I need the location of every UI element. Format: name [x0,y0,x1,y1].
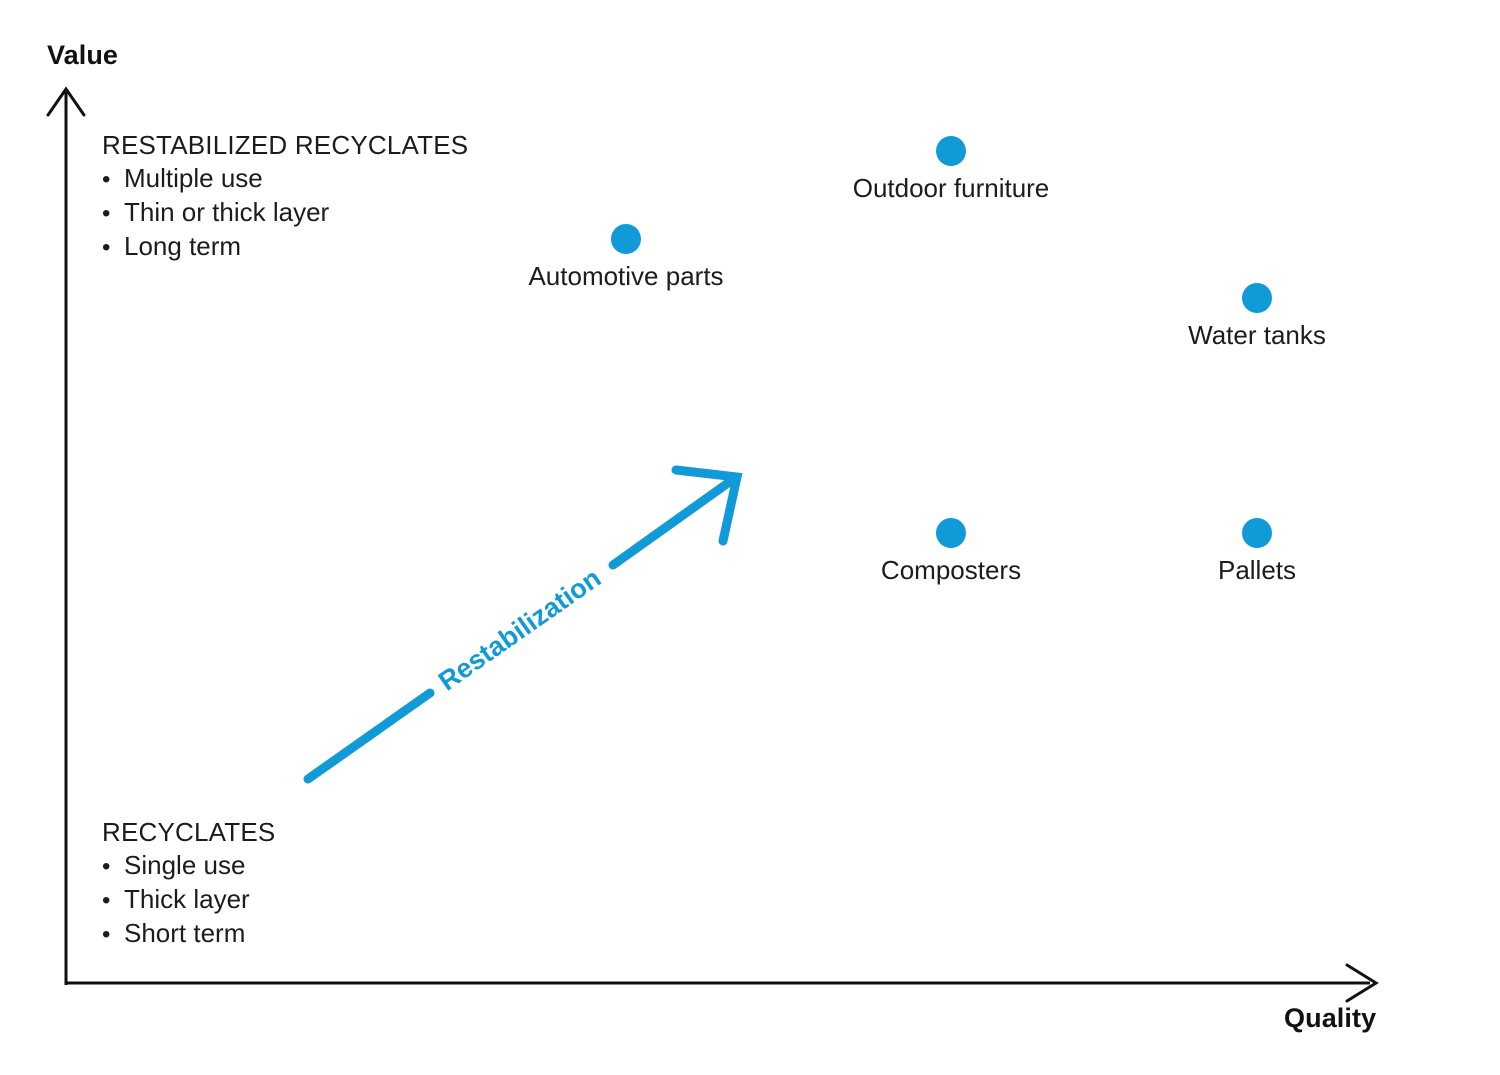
data-point-label: Water tanks [1188,320,1326,350]
list-item: Thin or thick layer [102,196,468,230]
list-item: Single use [102,849,275,883]
restabilization-arrowhead [671,465,743,546]
restabilized-recyclates-note: RESTABILIZED RECYCLATES Multiple use Thi… [102,129,468,264]
x-axis-title: Quality [1284,1003,1377,1033]
restabilization-arrow-tail-segment [303,688,435,784]
data-point-dot [936,136,966,166]
restabilized-recyclates-heading: RESTABILIZED RECYCLATES [102,130,469,160]
data-point-label: Outdoor furniture [852,173,1050,203]
list-item: Long term [102,230,468,264]
recyclates-heading: RECYCLATES [102,817,276,847]
data-point-label: Automotive parts [528,261,724,291]
data-point-label: Pallets [1217,555,1297,585]
data-point-dot [1242,283,1272,313]
list-item: Short term [102,917,275,951]
data-point-dot [1242,518,1272,548]
recyclates-note: RECYCLATES Single use Thick layer Short … [102,816,275,951]
restabilization-arrow-head-segment [608,473,740,570]
y-axis-arrowhead [46,86,86,117]
restabilized-recyclates-bullets: Multiple use Thin or thick layer Long te… [102,162,468,264]
list-item: Thick layer [102,883,275,917]
data-point-dot [936,518,966,548]
data-point-label: Composters [880,555,1022,585]
list-item: Multiple use [102,162,468,196]
data-point-dot [611,224,641,254]
y-axis-title: Value [47,40,119,70]
x-axis-arrowhead [1345,963,1379,1003]
recyclates-bullets: Single use Thick layer Short term [102,849,275,951]
